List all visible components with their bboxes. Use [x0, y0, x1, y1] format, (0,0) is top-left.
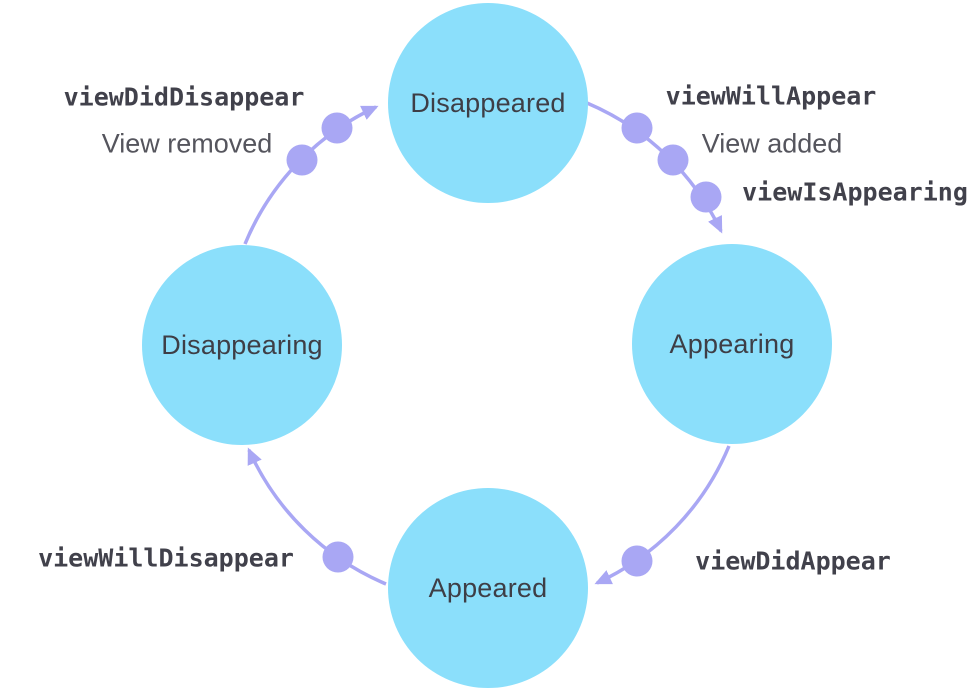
label-view-did-disappear: viewDidDisappear: [63, 82, 305, 112]
label-view-is-appearing: viewIsAppearing: [742, 177, 968, 207]
label-view-added: View added: [701, 128, 843, 159]
label-view-will-appear: viewWillAppear: [665, 81, 877, 111]
state-label-disappearing: Disappearing: [161, 329, 323, 360]
milestone-dot-view-added: [657, 144, 689, 176]
state-node-appeared: Appeared: [388, 488, 588, 688]
state-node-disappearing: Disappearing: [142, 245, 342, 445]
milestone-dot-view-removed: [286, 144, 318, 176]
milestone-dot-view-will-disappear: [322, 541, 354, 573]
state-label-disappeared: Disappeared: [410, 87, 566, 118]
label-view-will-disappear: viewWillDisappear: [38, 543, 294, 573]
arrow-appearing-to-appeared: [594, 445, 731, 585]
milestone-dot-view-is-appearing: [690, 181, 722, 213]
arrow-appeared-to-disappearing: [247, 447, 387, 586]
label-view-removed: View removed: [101, 128, 273, 159]
state-label-appearing: Appearing: [669, 328, 795, 359]
label-view-did-appear: viewDidAppear: [695, 546, 891, 576]
milestone-dot-view-did-disappear: [321, 112, 353, 144]
arrow-disappeared-to-appearing: [586, 101, 723, 234]
state-node-disappeared: Disappeared: [388, 3, 588, 203]
state-label-appeared: Appeared: [428, 572, 548, 603]
state-node-appearing: Appearing: [632, 244, 832, 444]
milestone-dot-view-will-appear: [621, 112, 653, 144]
milestone-dot-view-did-appear: [621, 545, 653, 577]
